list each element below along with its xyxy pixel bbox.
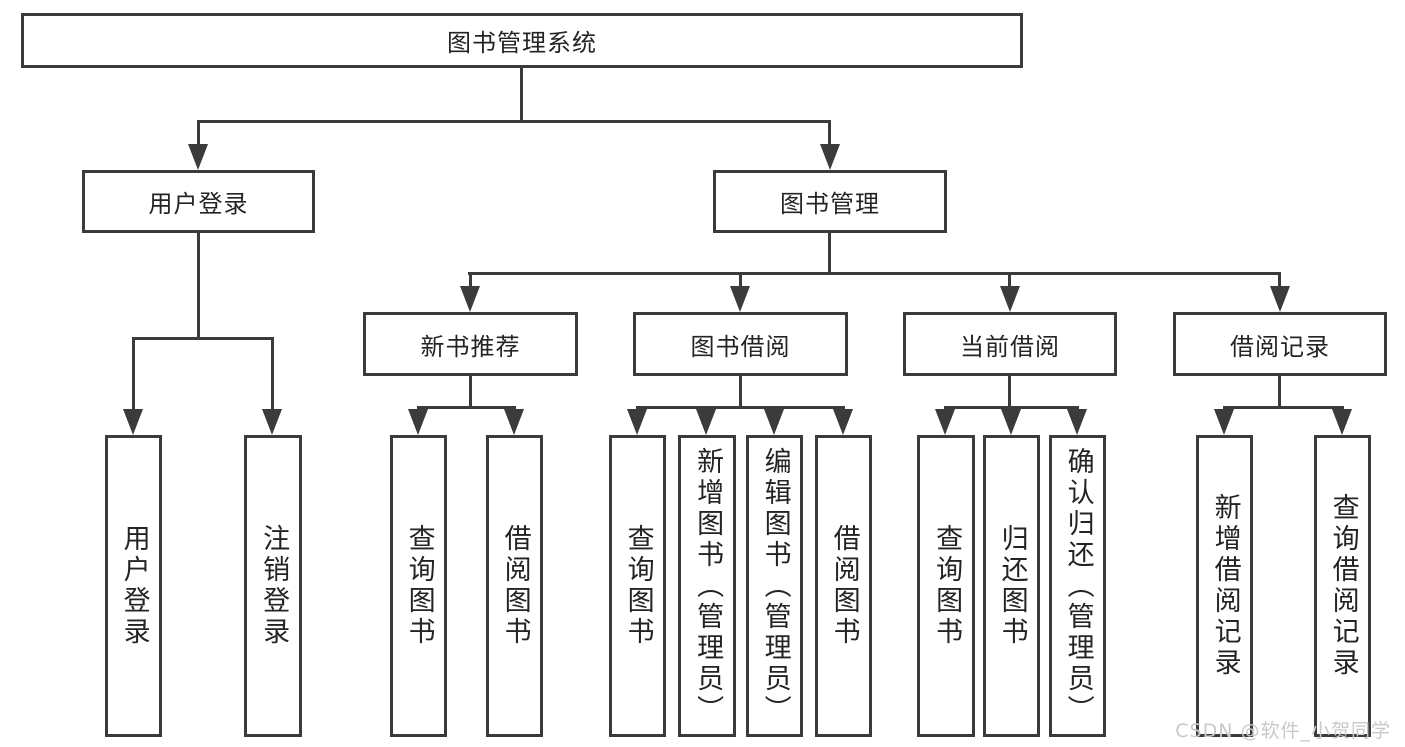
node-book-mgmt: 图书管理: [713, 170, 947, 233]
down-arrowhead: [188, 144, 208, 170]
down-arrowhead: [1000, 286, 1020, 312]
node-root: 图书管理系统: [21, 13, 1023, 68]
down-arrowhead: [460, 286, 480, 312]
connector-user-login-split: [132, 337, 274, 340]
connector-drop-section: [1278, 272, 1281, 292]
leaf-query-books-recommend: 查询图书: [390, 435, 447, 737]
down-arrowhead: [820, 144, 840, 170]
down-arrowhead: [1214, 409, 1234, 435]
down-arrowhead: [730, 286, 750, 312]
connector-section-split: [1223, 406, 1344, 409]
leaf-add-book-admin: 新增图书（管理员）: [678, 435, 736, 737]
leaf-add-borrow-record-label: 新增借阅记录: [1209, 493, 1241, 679]
connector-drop-section: [1008, 272, 1011, 292]
leaf-query-borrow-record: 查询借阅记录: [1314, 435, 1371, 737]
node-borrow-records-label: 借阅记录: [1230, 332, 1330, 361]
connector-root-stem: [520, 68, 523, 122]
node-user-login-label: 用户登录: [148, 190, 249, 218]
csdn-watermark: CSDN @软件_小贺同学: [1175, 720, 1391, 742]
down-arrowhead: [1332, 409, 1352, 435]
leaf-query-books-recommend-label: 查询图书: [403, 524, 435, 648]
leaf-borrow-books-recommend: 借阅图书: [486, 435, 543, 737]
node-book-mgmt-label: 图书管理: [780, 190, 880, 218]
leaf-query-books-current-label: 查询图书: [931, 524, 963, 648]
leaf-confirm-return-admin: 确认归还（管理员）: [1049, 435, 1106, 737]
down-arrowhead: [1067, 409, 1087, 435]
connector-section-split: [417, 406, 516, 409]
leaf-logout-label: 注销登录: [258, 524, 290, 648]
down-arrowhead: [1001, 409, 1021, 435]
leaf-return-books: 归还图书: [983, 435, 1040, 737]
connector-section-stem: [739, 376, 742, 409]
connector-drop-section: [469, 272, 472, 292]
node-new-book-recommend: 新书推荐: [363, 312, 578, 376]
leaf-add-book-admin-label: 新增图书（管理员）: [692, 446, 724, 726]
down-arrowhead: [696, 409, 716, 435]
connector-drop-leaf: [271, 337, 274, 413]
leaf-logout: 注销登录: [244, 435, 302, 737]
leaf-query-books-borrow: 查询图书: [609, 435, 666, 737]
down-arrowhead: [833, 409, 853, 435]
down-arrowhead: [504, 409, 524, 435]
connector-section-stem: [1008, 376, 1011, 409]
connector-drop-book-mgmt: [828, 120, 831, 148]
leaf-edit-book-admin-label: 编辑图书（管理员）: [759, 446, 791, 726]
leaf-borrow-books-recommend-label: 借阅图书: [499, 524, 531, 648]
leaf-add-borrow-record: 新增借阅记录: [1196, 435, 1253, 737]
down-arrowhead: [123, 409, 143, 435]
down-arrowhead: [1270, 286, 1290, 312]
node-current-borrow: 当前借阅: [903, 312, 1117, 376]
leaf-user-login-label: 用户登录: [118, 524, 150, 648]
connector-user-login-stem: [197, 233, 200, 337]
connector-drop-user-login: [197, 120, 200, 148]
leaf-borrow-books: 借阅图书: [815, 435, 872, 737]
leaf-return-books-label: 归还图书: [996, 524, 1028, 648]
node-current-borrow-label: 当前借阅: [960, 332, 1060, 361]
leaf-edit-book-admin: 编辑图书（管理员）: [746, 435, 803, 737]
leaf-query-borrow-record-label: 查询借阅记录: [1327, 493, 1359, 679]
leaf-query-books-borrow-label: 查询图书: [622, 524, 654, 648]
down-arrowhead: [262, 409, 282, 435]
down-arrowhead: [627, 409, 647, 435]
node-user-login: 用户登录: [82, 170, 315, 233]
leaf-borrow-books-label: 借阅图书: [828, 524, 860, 648]
node-root-label: 图书管理系统: [447, 29, 597, 57]
connector-drop-leaf: [132, 337, 135, 413]
node-book-borrow: 图书借阅: [633, 312, 848, 376]
down-arrowhead: [764, 409, 784, 435]
down-arrowhead: [935, 409, 955, 435]
leaf-user-login: 用户登录: [105, 435, 162, 737]
connector-section-split: [636, 406, 845, 409]
leaf-confirm-return-admin-label: 确认归还（管理员）: [1062, 446, 1094, 726]
connector-section-stem: [1278, 376, 1281, 409]
node-borrow-records: 借阅记录: [1173, 312, 1387, 376]
connector-level3-split: [468, 272, 1280, 275]
node-new-book-recommend-label: 新书推荐: [420, 332, 521, 361]
down-arrowhead: [408, 409, 428, 435]
connector-root-split: [197, 120, 831, 123]
connector-section-stem: [469, 376, 472, 409]
connector-drop-section: [739, 272, 742, 292]
connector-book-mgmt-stem: [828, 233, 831, 275]
leaf-query-books-current: 查询图书: [917, 435, 975, 737]
node-book-borrow-label: 图书借阅: [690, 332, 791, 361]
